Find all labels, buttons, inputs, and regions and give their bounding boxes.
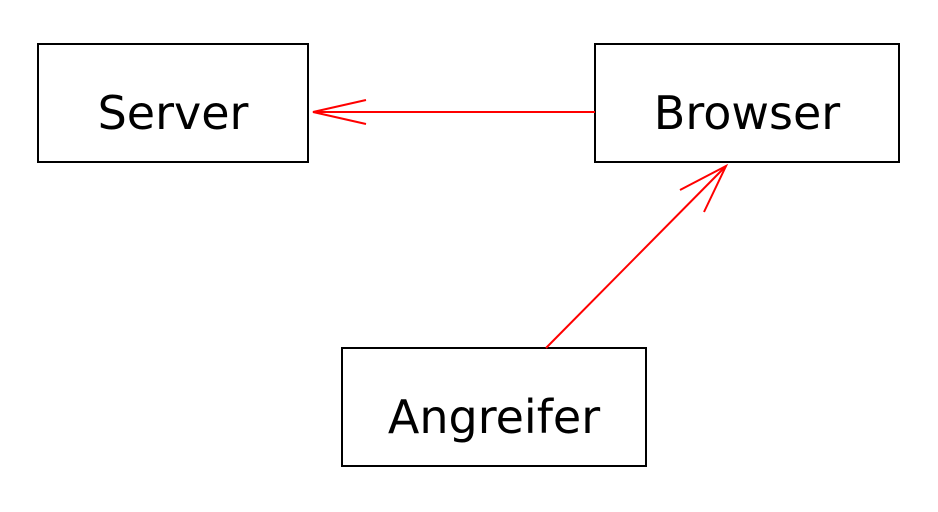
node-attacker: Angreifer (341, 347, 647, 467)
edge-line (545, 165, 727, 349)
server-label: Server (98, 86, 249, 140)
arrowhead-icon (679, 163, 729, 213)
browser-label: Browser (654, 86, 840, 140)
attacker-label: Angreifer (388, 390, 600, 444)
node-browser: Browser (594, 43, 900, 163)
edge-attacker-to-browser (545, 163, 729, 349)
browser-box (594, 43, 900, 163)
node-server: Server (37, 43, 309, 163)
attacker-box (341, 347, 647, 467)
arrowhead-icon (312, 99, 367, 125)
edge-browser-to-server (312, 99, 595, 125)
server-box (37, 43, 309, 163)
